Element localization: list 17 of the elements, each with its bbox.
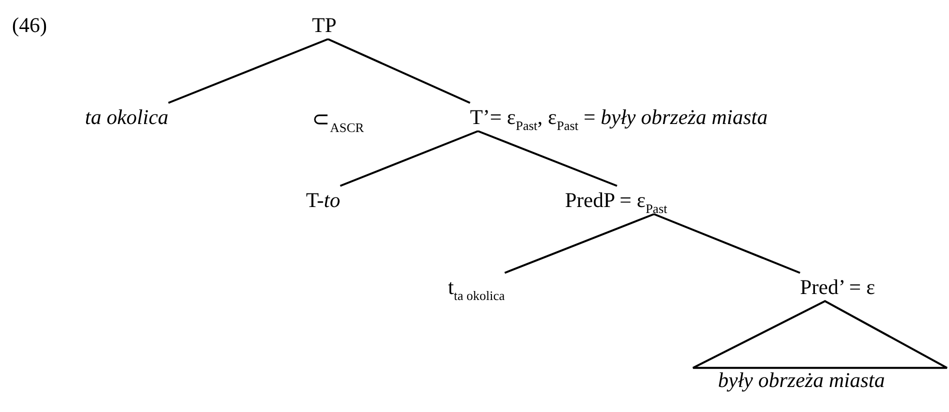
- tree-node-label: T-to: [306, 186, 340, 214]
- tree-branch: [478, 130, 618, 187]
- tree-node-label: Pred’ = ε: [800, 274, 876, 300]
- tree-node-label: ta okolica: [85, 104, 168, 130]
- tree-node-label: były obrzeża miasta: [718, 366, 885, 394]
- subset-symbol: ⊂$_{ASCR}$: [312, 106, 364, 132]
- triangle-branch: [692, 300, 948, 369]
- tree-branch: [654, 213, 800, 274]
- tree-branch: [328, 38, 470, 104]
- tree-branch: [504, 213, 654, 274]
- tree-node-label: PredP = ε$_{Past}$: [565, 186, 668, 214]
- tree-node-label: T’= ε$_{Past}$, ε$_{Past}$ = były obrzeża miasta: [470, 104, 768, 130]
- tree-branch: [340, 130, 478, 187]
- tree-node-label: t$_{ta okolica}$: [448, 274, 505, 300]
- tree-branch: [168, 38, 328, 104]
- tree-node-label: TP: [312, 12, 337, 38]
- example-number: (46): [12, 12, 47, 38]
